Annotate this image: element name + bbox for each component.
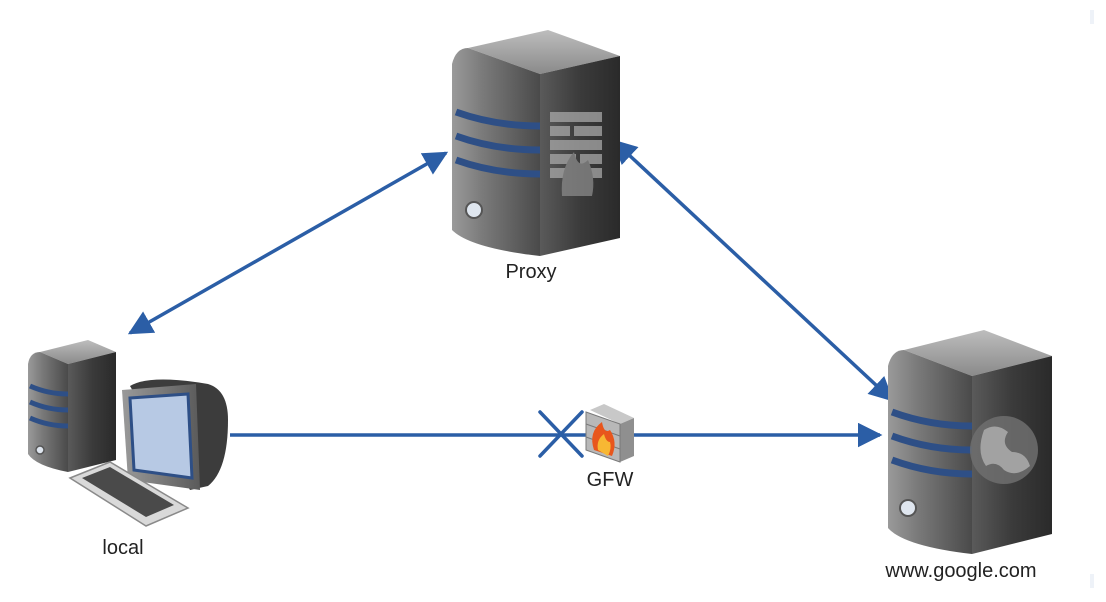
desktop-computer-icon[interactable] [28, 340, 228, 527]
frame-corner-mark [1090, 10, 1094, 24]
frame-corner-mark [1090, 574, 1094, 588]
keyboard-icon [68, 461, 190, 527]
gfw-label: GFW [586, 469, 634, 491]
link-proxy-google[interactable] [612, 139, 894, 402]
tower-icon [28, 340, 116, 472]
local-label: local [102, 537, 144, 559]
proxy-server-icon[interactable] [452, 30, 620, 256]
firewall-emblem-icon [550, 112, 602, 196]
proxy-label: Proxy [505, 261, 557, 283]
google-label: www.google.com [885, 560, 1037, 582]
connectors [127, 139, 894, 458]
monitor-icon [122, 379, 228, 490]
web-server-icon[interactable] [888, 330, 1052, 554]
firewall-icon[interactable] [585, 404, 634, 463]
link-local-proxy[interactable] [127, 151, 449, 335]
globe-icon [970, 416, 1038, 484]
blocked-x-icon [538, 410, 584, 458]
